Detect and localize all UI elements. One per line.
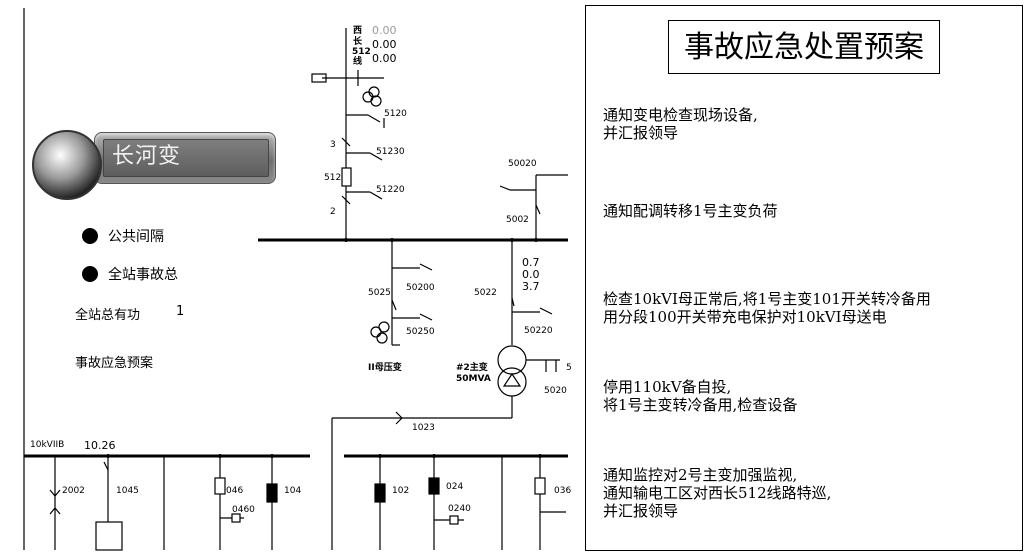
bus-voltage: 10.26 [84,439,116,452]
station-name: 长河变 [112,144,182,169]
switch-label[interactable]: 104 [284,486,301,496]
node-label: 3 [330,140,336,150]
switch-label[interactable]: 5022 [474,288,497,298]
switch-label[interactable]: 50020 [508,159,537,169]
feeder-value: 0.00 [372,52,397,65]
breaker-label[interactable]: 512 [324,173,341,183]
switch-label[interactable]: 024 [446,482,463,492]
plan-step: 检查10kVI母正常后,将1号主变101开关转冷备用 用分段100开关带充电保护… [603,290,931,326]
status-dot-icon [82,228,98,244]
feeder-name-char: 西 [353,25,362,36]
switch-label[interactable]: 51230 [376,147,405,157]
switch-label[interactable]: 2002 [62,486,85,496]
plan-step: 通知配调转移1号主变负荷 [603,202,778,220]
menu-item-label: 全站事故总 [108,267,178,283]
switch-label[interactable]: 51220 [376,185,405,195]
plan-step: 通知监控对2号主变加强监视, 通知输电工区对西长512线路特巡, 并汇报领导 [603,466,832,520]
menu-item-public-bay[interactable]: 公共间隔 [82,226,164,246]
plan-title: 事故应急处置预案 [668,20,940,74]
switch-label[interactable]: 1045 [116,486,139,496]
menu-item-station-fault[interactable]: 全站事故总 [82,264,178,284]
bus-label: 10kVIIB [30,440,64,450]
feeder-value: 0.00 [372,24,397,37]
switch-label[interactable]: 50250 [406,327,435,337]
switch-label[interactable]: 036 [554,486,571,496]
pt-label: II母压变 [368,361,402,373]
station-logo: 长河变 [30,130,276,200]
switch-label[interactable]: 5025 [368,288,391,298]
switch-label[interactable]: 0240 [448,504,471,514]
total-power-value: 1 [176,304,185,319]
status-dot-icon [82,266,98,282]
switch-label[interactable]: 50220 [524,326,553,336]
transformer-name: #2主变 [456,361,488,373]
transformer-capacity: 50MVA [456,374,491,384]
feeder-name-char: 长 [353,35,363,47]
feeder-name-char: 线 [353,55,362,67]
transformer-value: 3.7 [522,280,540,293]
switch-label[interactable]: 046 [226,486,243,496]
total-power-label: 全站总有功 [75,308,141,323]
node-label: 5 [566,363,572,373]
switch-label[interactable]: 0460 [232,505,255,515]
transformer-value: 0.0 [522,268,540,281]
plan-step: 通知变电检查现场设备, 并汇报领导 [603,106,758,142]
single-line-diagram: 西 长 512 线 0.00 0.00 0.00 5120 3 51230 51… [23,8,572,551]
transformer-value: 0.7 [522,256,540,269]
emergency-plan-panel: 事故应急处置预案 通知变电检查现场设备, 并汇报领导 通知配调转移1号主变负荷 … [585,5,1023,551]
feeder-name-char: 512 [352,47,371,57]
switch-label[interactable]: 1023 [412,423,435,433]
logo-plate [94,132,276,184]
menu-item-label: 公共间隔 [108,229,164,245]
node-label: 2 [330,207,336,217]
switch-label[interactable]: 5002 [506,215,529,225]
globe-icon [32,130,102,200]
switch-label[interactable]: 102 [392,486,409,496]
emergency-plan-link[interactable]: 事故应急预案 [75,356,154,371]
plan-step: 停用110kV备自投, 将1号主变转冷备用,检查设备 [603,378,798,414]
switch-label[interactable]: 5120 [384,109,407,119]
switch-label[interactable]: 5020 [544,386,567,396]
switch-label[interactable]: 50200 [406,283,435,293]
feeder-value: 0.00 [372,38,397,51]
